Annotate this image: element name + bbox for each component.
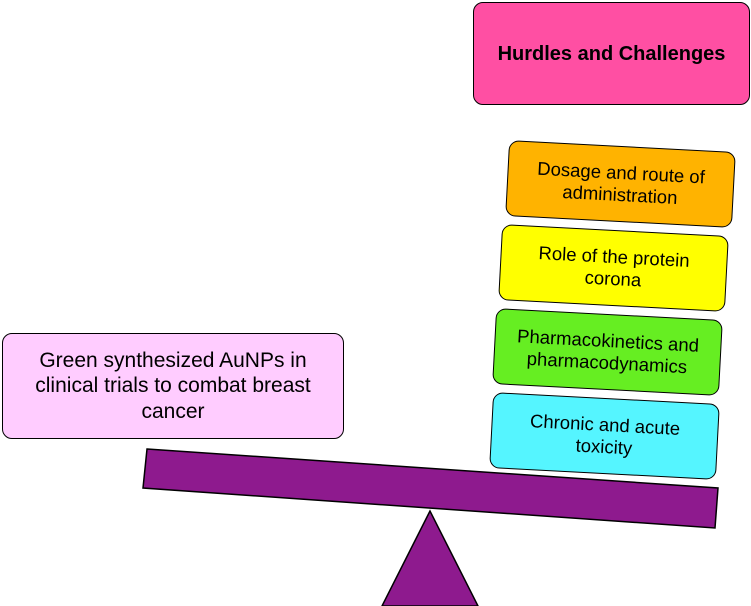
challenge-label: Dosage and route of administration: [536, 157, 706, 208]
challenge-toxicity: Chronic and acute toxicity: [489, 392, 720, 480]
seesaw-beam: [142, 448, 719, 529]
challenge-pharmacokinetics: Pharmacokinetics and pharmacodynamics: [492, 308, 723, 396]
challenge-label: Role of the protein corona: [538, 241, 691, 291]
challenge-protein-corona: Role of the protein corona: [498, 224, 729, 312]
hurdles-title: Hurdles and Challenges: [497, 42, 726, 65]
green-aunps-text: Green synthesized AuNPs in clinical tria…: [35, 349, 311, 423]
green-aunps-box: Green synthesized AuNPs in clinical tria…: [2, 333, 344, 439]
seesaw-fulcrum: [381, 509, 479, 606]
challenge-label: Pharmacokinetics and pharmacodynamics: [516, 325, 700, 378]
hurdles-title-box: Hurdles and Challenges: [473, 2, 750, 105]
challenge-dosage: Dosage and route of administration: [505, 140, 736, 228]
challenge-label: Chronic and acute toxicity: [529, 409, 681, 459]
